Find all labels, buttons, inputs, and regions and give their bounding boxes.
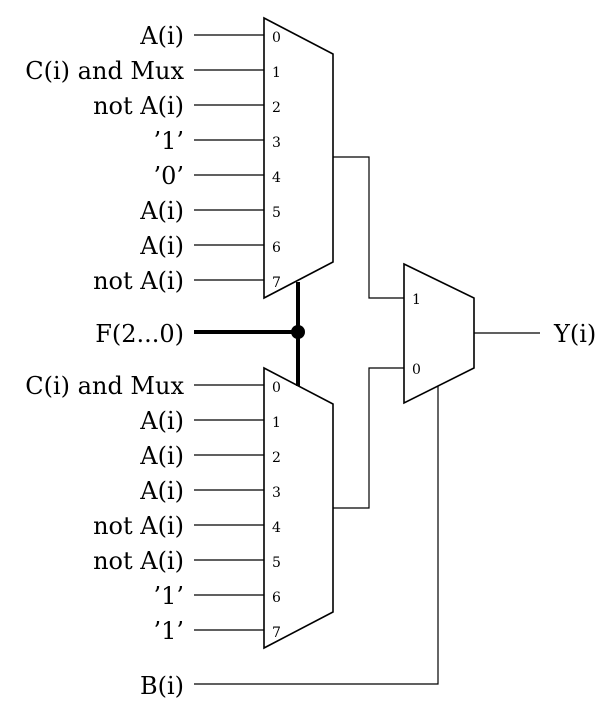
mux-bottom-input-label: not A(i): [93, 512, 184, 540]
mux-top-input-label: A(i): [139, 232, 184, 260]
mux-bottom-input-label: ’1’: [153, 617, 184, 645]
mux-top-input-index: 4: [272, 170, 281, 186]
mux-top-input-index: 5: [272, 205, 281, 221]
mux-out-index-1: 1: [412, 292, 421, 308]
mux-bottom-body: [263, 366, 334, 650]
wire-b-select: [194, 386, 439, 685]
mux-top-input-index: 3: [272, 135, 281, 151]
mux-bottom-input-index: 0: [272, 380, 281, 396]
mux-out-body: [403, 262, 475, 405]
mux-top-input-index: 2: [272, 100, 281, 116]
mux-bottom-input-index: 1: [272, 415, 281, 431]
mux-top-body: [263, 16, 334, 300]
wire-top-to-out1: [333, 156, 404, 299]
wire-bottom-to-out0: [333, 367, 404, 509]
mux-bottom-input-index: 6: [272, 590, 281, 606]
mux-top-input-label: A(i): [139, 197, 184, 225]
mux-top-input-label: ’0’: [153, 162, 184, 190]
mux-top-input-label: ’1’: [153, 127, 184, 155]
mux-bottom-input-index: 2: [272, 450, 281, 466]
mux-bottom-input-index: 4: [272, 520, 281, 536]
mux-bottom-input-index: 7: [272, 625, 281, 641]
select-bus-junction: [291, 325, 305, 339]
mux-bottom-input-label: A(i): [139, 407, 184, 435]
mux-top-input-label: C(i) and Mux: [25, 57, 184, 85]
mux-top-input-label: A(i): [139, 22, 184, 50]
mux-top-input-label: not A(i): [93, 92, 184, 120]
mux-bottom-input-label: ’1’: [153, 582, 184, 610]
mux-top-input-index: 7: [272, 275, 281, 291]
mux-bottom-input-label: not A(i): [93, 547, 184, 575]
select-label: F(2...0): [95, 320, 184, 348]
mux-bottom-input-label: C(i) and Mux: [25, 372, 184, 400]
mux-top-input-index: 6: [272, 240, 281, 256]
mux-bottom-input-index: 5: [272, 555, 281, 571]
mux-bottom-input-label: A(i): [139, 442, 184, 470]
mux-bottom-input-label: A(i): [139, 477, 184, 505]
output-label: Y(i): [553, 320, 596, 348]
mux-top-input-label: not A(i): [93, 267, 184, 295]
mux-out-index-0: 0: [412, 362, 421, 378]
b-label: B(i): [140, 672, 184, 700]
mux-top-input-index: 0: [272, 30, 281, 46]
mux-top-input-index: 1: [272, 65, 281, 81]
mux-bottom-input-index: 3: [272, 485, 281, 501]
